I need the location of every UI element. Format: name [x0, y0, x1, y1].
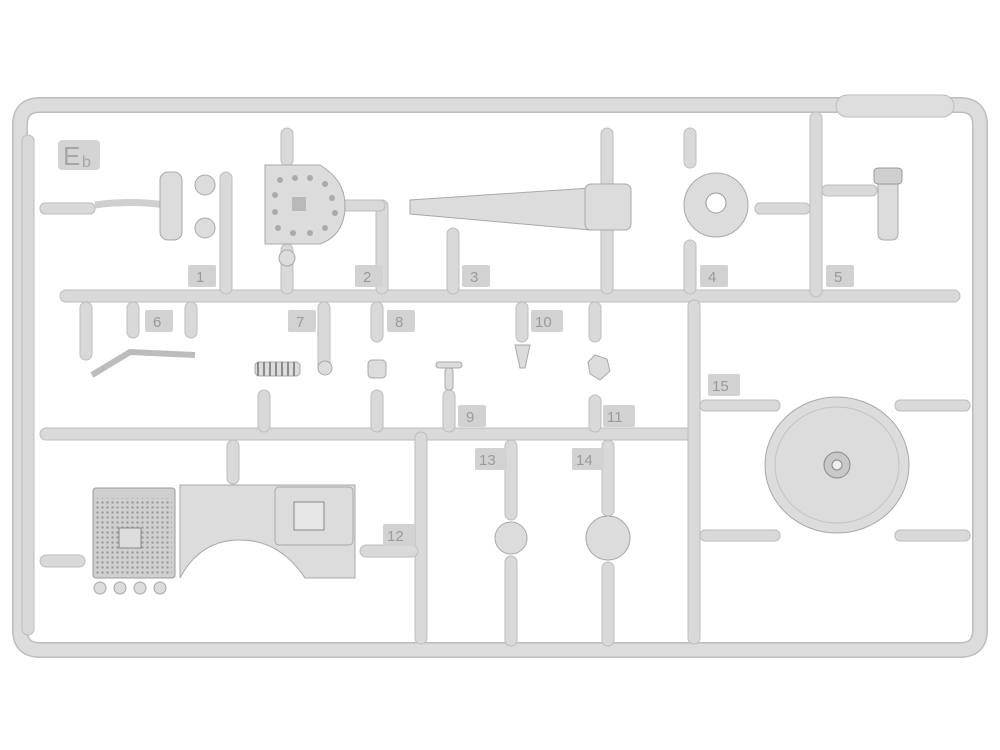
part-number-tag-10: 10 — [531, 310, 563, 332]
part-number-tag-6: 6 — [145, 310, 173, 332]
part-number-tag-2: 2 — [355, 265, 383, 287]
part-number-label: 2 — [363, 269, 371, 286]
part-number-label: 12 — [387, 528, 404, 545]
part-number-tag-5: 5 — [826, 265, 854, 287]
part-number-label: 13 — [479, 452, 496, 469]
part-14 — [585, 515, 631, 561]
sprue-code-suffix: b — [82, 154, 91, 171]
sprue-runners — [21, 111, 971, 647]
part-number-label: 1 — [196, 269, 204, 286]
part-number-tag-7: 7 — [288, 310, 316, 332]
part-9 — [435, 361, 463, 391]
sprue-code-tag: E b — [58, 140, 100, 171]
part-number-label: 3 — [470, 269, 478, 286]
part-6 — [90, 348, 196, 378]
part-number-label: 9 — [466, 409, 474, 426]
part-number-tags: 1 2 3 4 5 6 7 8 9 10 11 12 13 14 15 — [145, 265, 854, 546]
part-13 — [494, 521, 528, 555]
part-number-label: 15 — [712, 378, 729, 395]
part-number-label: 7 — [296, 314, 304, 331]
part-number-tag-11: 11 — [603, 405, 635, 427]
part-2 — [264, 164, 346, 267]
sprue-outer-frame — [12, 94, 988, 658]
part-number-label: 14 — [576, 452, 593, 469]
part-number-label: 6 — [153, 314, 161, 331]
part-5 — [873, 167, 903, 241]
part-number-label: 4 — [708, 269, 716, 286]
part-number-tag-4: 4 — [700, 265, 728, 287]
part-number-tag-13: 13 — [475, 448, 507, 470]
part-11 — [587, 354, 611, 381]
part-7 — [254, 360, 333, 377]
part-number-tag-15: 15 — [708, 374, 740, 396]
part-1 — [94, 171, 216, 241]
part-number-tag-12: 12 — [383, 524, 415, 546]
part-number-label: 8 — [395, 314, 403, 331]
part-number-label: 5 — [834, 269, 842, 286]
part-4 — [683, 172, 749, 238]
part-8 — [367, 359, 387, 379]
part-number-tag-9: 9 — [458, 405, 486, 427]
part-number-label: 11 — [607, 409, 623, 426]
part-number-label: 10 — [535, 314, 552, 331]
part-3 — [409, 183, 632, 231]
part-10 — [514, 344, 531, 369]
part-number-tag-14: 14 — [572, 448, 604, 470]
sprue-code-letter: E — [63, 141, 80, 171]
part-15 — [764, 396, 910, 534]
part-12 — [92, 484, 356, 595]
part-number-tag-3: 3 — [462, 265, 490, 287]
part-number-tag-1: 1 — [188, 265, 216, 287]
part-number-tag-8: 8 — [387, 310, 415, 332]
